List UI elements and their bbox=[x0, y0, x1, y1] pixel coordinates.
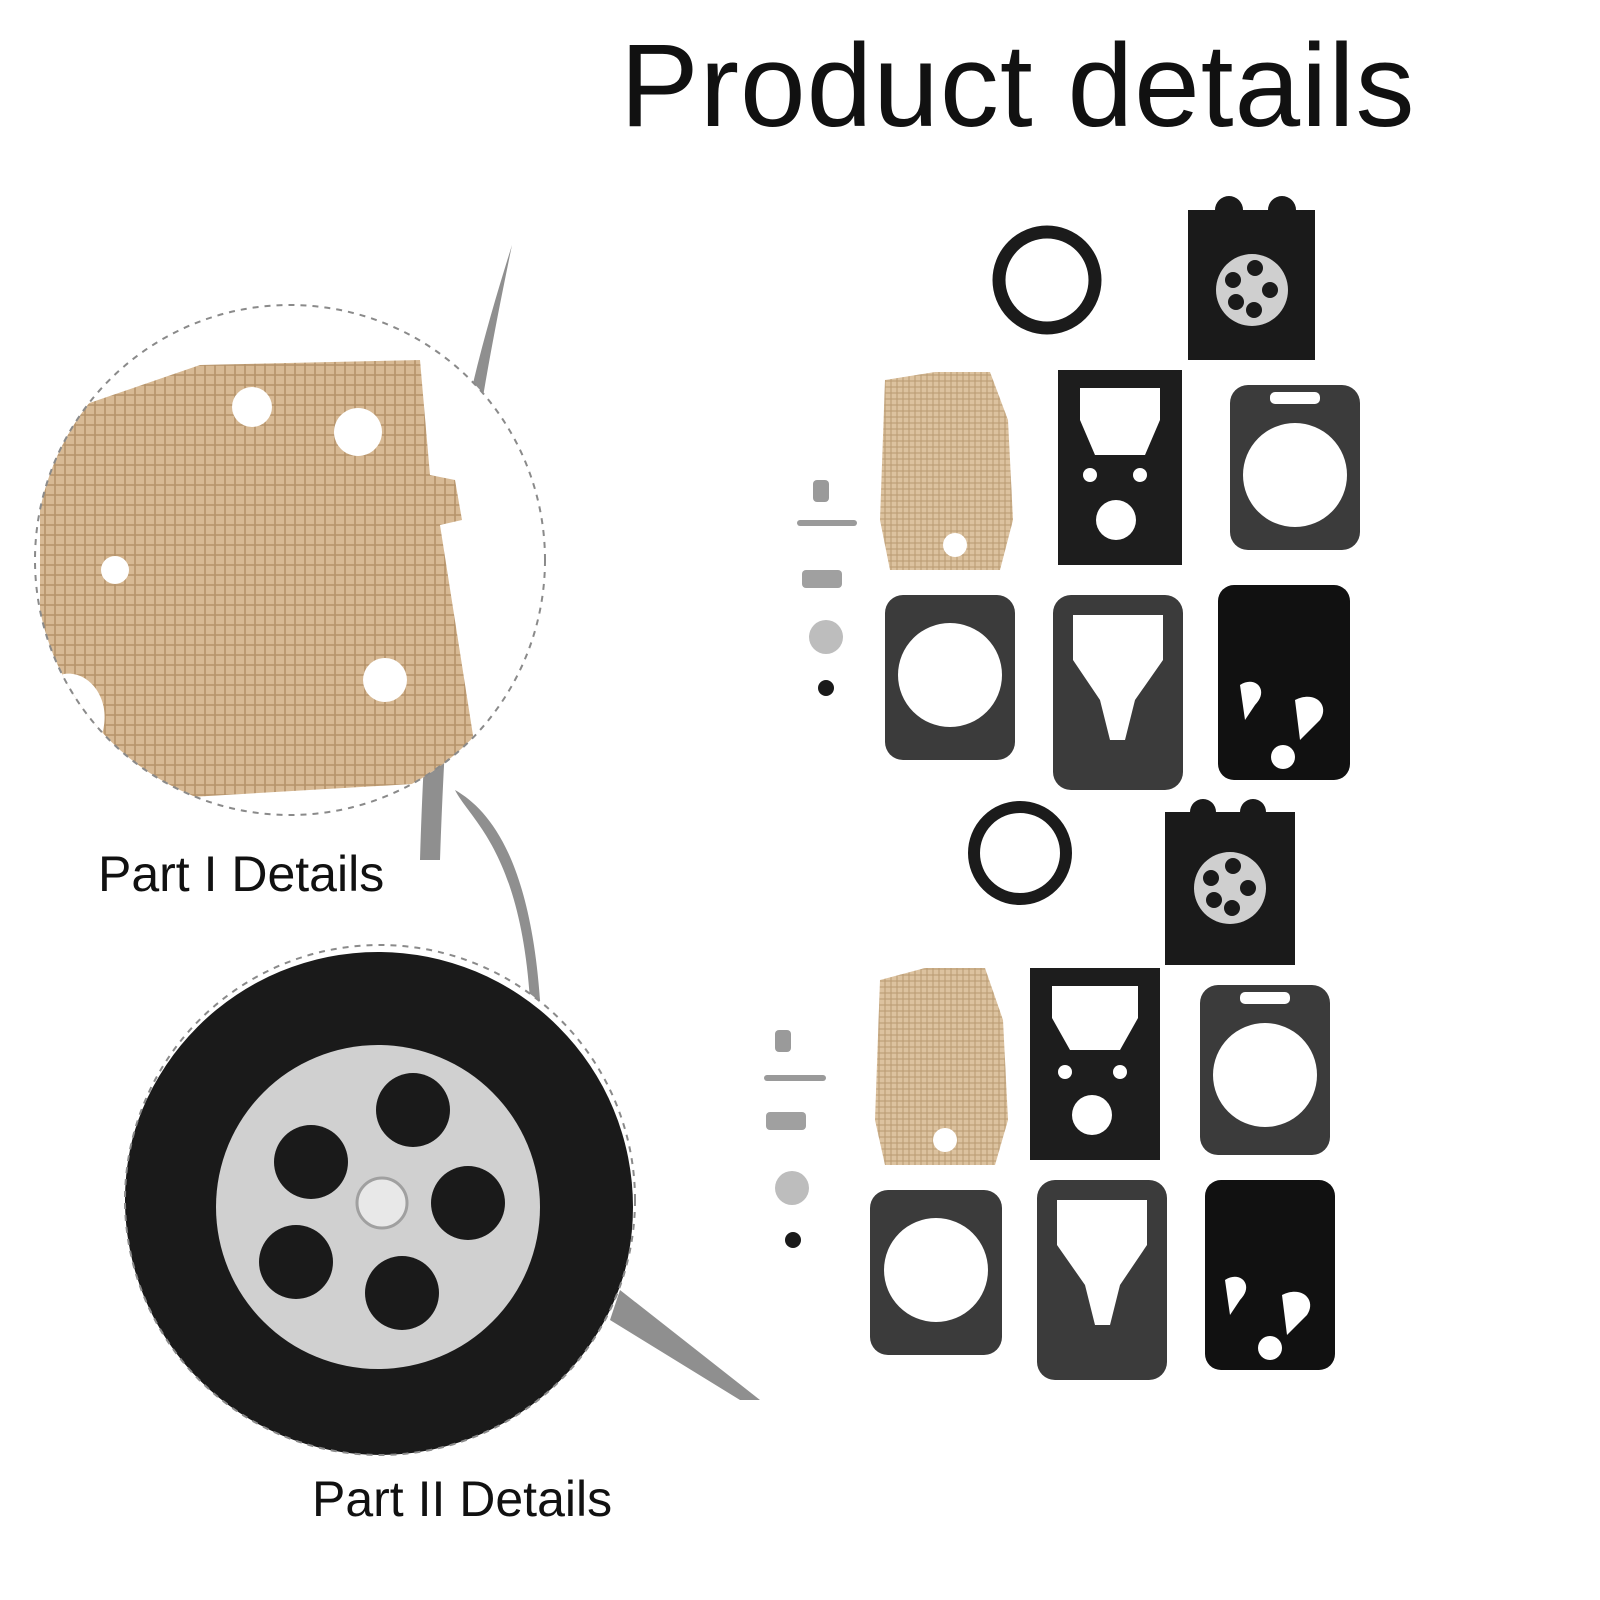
part-two-caption: Part II Details bbox=[312, 1471, 613, 1527]
part-two-zoom-circle bbox=[124, 944, 636, 1456]
part-one-zoom-circle bbox=[34, 304, 546, 816]
page-title: Product details bbox=[620, 20, 1416, 152]
part-one-caption: Part I Details bbox=[98, 846, 385, 902]
callout-arrow-3 bbox=[610, 1290, 760, 1400]
parts-kit-set-2 bbox=[764, 799, 1335, 1380]
callout-arrow-2 bbox=[455, 790, 540, 1000]
parts-kit-set-1 bbox=[797, 196, 1360, 790]
